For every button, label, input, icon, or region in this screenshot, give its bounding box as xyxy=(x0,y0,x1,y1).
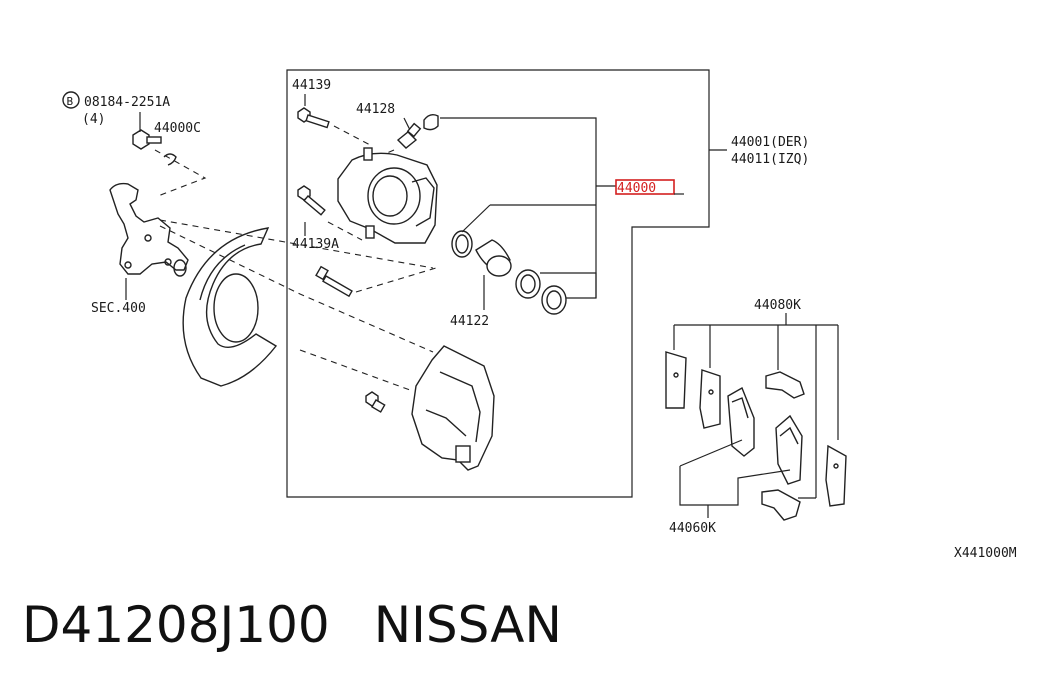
bolt-08184-icon xyxy=(132,129,162,150)
label-44128[interactable]: 44128 xyxy=(356,102,395,117)
shim-1-icon xyxy=(665,351,687,409)
label-44080k[interactable]: 44080K xyxy=(754,298,801,313)
clip-44000c-icon xyxy=(163,153,177,166)
label-08184-2251a[interactable]: 08184-2251A xyxy=(84,95,170,110)
footer: D41208J100 NISSAN xyxy=(22,596,562,654)
clip-hardware-1-icon xyxy=(765,371,805,399)
shim-2-icon xyxy=(699,369,721,429)
bleeder-44128-icon xyxy=(396,122,422,149)
caliper-bracket-icon xyxy=(411,345,495,471)
label-44011[interactable]: 44011(IZQ) xyxy=(731,152,809,167)
label-44139[interactable]: 44139 xyxy=(292,78,331,93)
brand-name: NISSAN xyxy=(373,596,562,654)
boot-icon xyxy=(541,285,567,315)
label-44060k[interactable]: 44060K xyxy=(669,521,716,536)
label-44000[interactable]: 44000 xyxy=(617,181,656,196)
label-44122[interactable]: 44122 xyxy=(450,314,489,329)
bolt-note-icon xyxy=(62,91,80,109)
seal-ring-icon xyxy=(451,230,473,258)
slide-pin-icon xyxy=(315,265,353,298)
brake-pad-1-icon xyxy=(727,386,755,457)
bolt-lower-icon xyxy=(365,391,386,413)
dust-shield-icon xyxy=(182,227,278,387)
bolt-44139a-icon xyxy=(297,185,326,216)
bolt-note-letter: B xyxy=(67,95,74,108)
clip-hardware-2-icon xyxy=(761,489,801,521)
label-44139a[interactable]: 44139A xyxy=(292,237,339,252)
shim-3-icon xyxy=(825,444,847,507)
cap-icon xyxy=(423,113,439,131)
brake-pad-2-icon xyxy=(775,414,803,485)
highlight-44000 xyxy=(615,179,675,195)
caliper-body-icon xyxy=(337,147,438,244)
label-qty-4: (4) xyxy=(82,112,105,127)
label-44001[interactable]: 44001(DER) xyxy=(731,135,809,150)
label-diagram-code: X441000M xyxy=(954,546,1017,561)
steering-knuckle-icon xyxy=(109,182,189,277)
label-sec400[interactable]: SEC.400 xyxy=(91,301,146,316)
label-44000c[interactable]: 44000C xyxy=(154,121,201,136)
part-number: D41208J100 xyxy=(22,596,330,654)
assembly-boundary xyxy=(286,69,710,498)
bolt-44139-icon xyxy=(297,107,330,129)
piston-44122-icon xyxy=(475,239,512,277)
piston-seal-icon xyxy=(515,269,541,299)
